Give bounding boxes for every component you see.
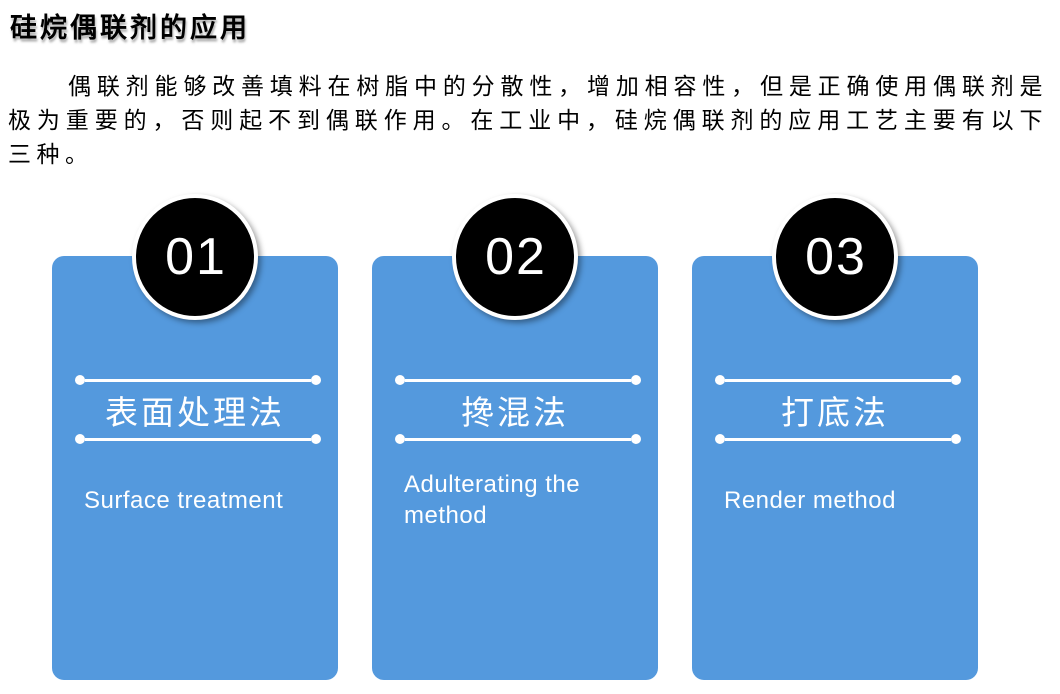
- card-title-en: Render method: [724, 486, 896, 514]
- step-2-number: 02: [485, 228, 547, 286]
- intro-paragraph: 偶联剂能够改善填料在树脂中的分散性，增加相容性，但是正确使用偶联剂是极为重要的，…: [8, 74, 1048, 167]
- card-surface-treatment: 01 表面处理法 Surface treatment: [52, 194, 338, 680]
- endpoint-dot-icon: [75, 375, 85, 385]
- endpoint-dot-icon: [395, 434, 405, 444]
- card-blending-method: 02 搀混法 Adulterating the method: [372, 194, 658, 680]
- page-title: 硅烷偶联剂的应用: [10, 13, 250, 43]
- endpoint-dot-icon: [951, 434, 961, 444]
- step-1-badge: 01: [132, 194, 258, 320]
- card-title-zh: 表面处理法: [105, 393, 285, 431]
- card-render-method: 03 打底法 Render method: [692, 194, 978, 680]
- endpoint-dot-icon: [631, 375, 641, 385]
- divider-line: [725, 437, 951, 441]
- divider-bottom: [715, 434, 961, 444]
- divider-line: [725, 378, 951, 382]
- divider-top: [75, 375, 321, 385]
- divider-bottom: [75, 434, 321, 444]
- divider-top: [395, 375, 641, 385]
- divider-line: [405, 437, 631, 441]
- endpoint-dot-icon: [715, 375, 725, 385]
- divider-line: [405, 378, 631, 382]
- step-1-number: 01: [165, 228, 227, 286]
- divider-line: [85, 437, 311, 441]
- endpoint-dot-icon: [715, 434, 725, 444]
- card-title-en: Surface treatment: [84, 486, 284, 514]
- endpoint-dot-icon: [75, 434, 85, 444]
- endpoint-dot-icon: [395, 375, 405, 385]
- card-title-zh: 搀混法: [461, 393, 569, 431]
- step-3-number: 03: [805, 228, 867, 286]
- card-title-zh: 打底法: [781, 393, 889, 431]
- endpoint-dot-icon: [951, 375, 961, 385]
- divider-bottom: [395, 434, 641, 444]
- process-cards: 01 表面处理法 Surface treatment 02: [52, 194, 978, 680]
- step-3-badge: 03: [772, 194, 898, 320]
- card-title-en: Adulterating the method: [404, 471, 581, 529]
- endpoint-dot-icon: [631, 434, 641, 444]
- divider-line: [85, 378, 311, 382]
- endpoint-dot-icon: [311, 434, 321, 444]
- endpoint-dot-icon: [311, 375, 321, 385]
- divider-top: [715, 375, 961, 385]
- step-2-badge: 02: [452, 194, 578, 320]
